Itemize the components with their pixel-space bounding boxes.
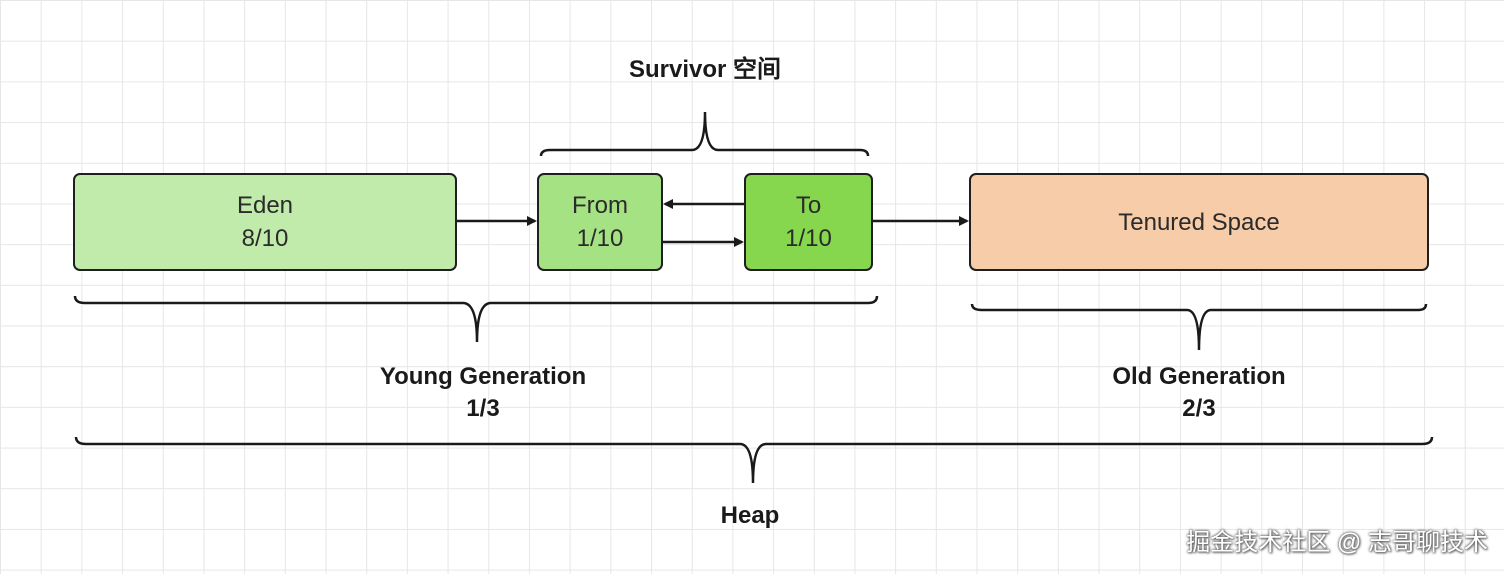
young-generation-title: Young Generation <box>379 363 587 390</box>
old-generation-title: Old Generation <box>1112 363 1286 390</box>
survivor-space-label: Survivor 空间 <box>628 56 782 83</box>
watermark: 掘金技术社区 @ 志哥聊技术 <box>1186 529 1488 556</box>
old-generation-ratio: 2/3 <box>1182 395 1216 422</box>
young-generation-brace <box>73 295 879 343</box>
tenured-space-box: Tenured Space <box>969 173 1429 271</box>
from-name: From <box>572 192 628 219</box>
old-generation-label: Old Generation 2/3 <box>1112 361 1285 425</box>
heap-label: Heap <box>720 502 780 529</box>
old-generation-brace <box>970 303 1428 351</box>
from-ratio: 1/10 <box>576 225 624 252</box>
young-generation-ratio: 1/3 <box>466 395 500 422</box>
to-name: To <box>795 192 822 219</box>
to-box: To 1/10 <box>744 173 873 271</box>
survivor-brace <box>539 111 870 157</box>
from-box: From 1/10 <box>537 173 663 271</box>
young-generation-label: Young Generation 1/3 <box>380 361 586 425</box>
eden-name: Eden <box>236 192 294 219</box>
heap-brace <box>74 436 1434 484</box>
eden-box: Eden 8/10 <box>73 173 457 271</box>
tenured-name: Tenured Space <box>1118 208 1280 236</box>
eden-ratio: 8/10 <box>241 225 289 252</box>
to-ratio: 1/10 <box>785 225 832 252</box>
